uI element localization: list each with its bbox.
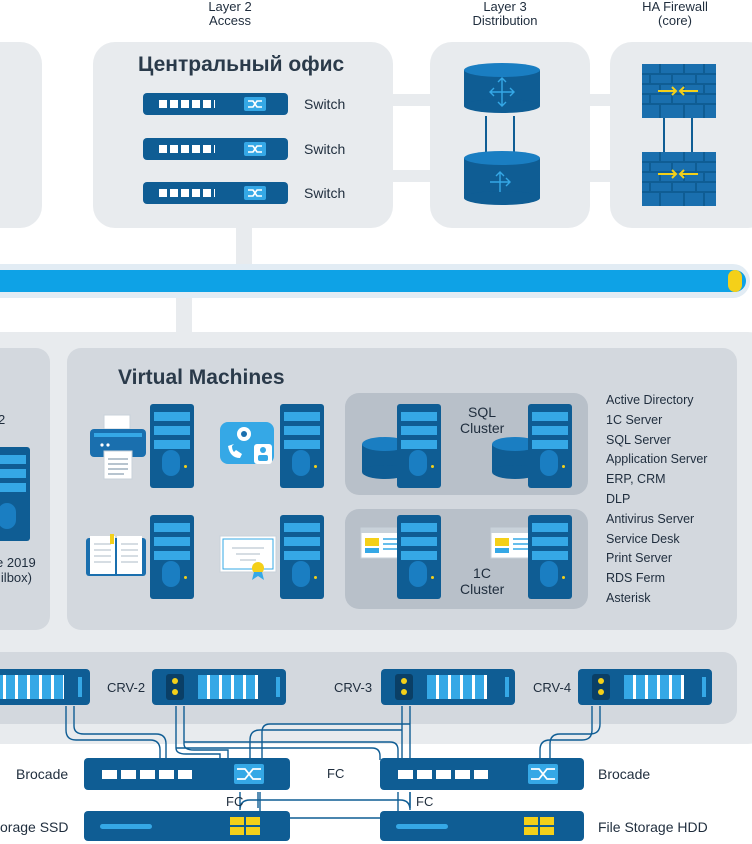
network-bus-pipe bbox=[0, 270, 746, 292]
fc-label-left: FC bbox=[226, 794, 244, 809]
service-item: Application Server bbox=[606, 452, 708, 467]
switch-cross-icon bbox=[244, 186, 266, 200]
service-item: Asterisk bbox=[606, 590, 651, 605]
service-item: Active Directory bbox=[606, 393, 694, 407]
onec-server-tower bbox=[528, 515, 572, 599]
storage-hdd-label: File Storage HDD bbox=[598, 819, 708, 835]
distribution-router-icons bbox=[464, 63, 540, 205]
fc-label-right: FC bbox=[416, 794, 434, 809]
service-item: 1C Server bbox=[606, 412, 663, 427]
firewall-icons bbox=[642, 64, 716, 206]
crv-3-server bbox=[381, 669, 515, 705]
service-item: Service Desk bbox=[606, 531, 680, 546]
connector-distribution-firewall bbox=[586, 94, 614, 106]
switch-cross-icon bbox=[244, 142, 266, 156]
connector-office-bus bbox=[236, 228, 252, 264]
fc-label-middle: FC bbox=[327, 766, 345, 781]
crv-2-label: CRV-2 bbox=[107, 680, 146, 695]
vm-server-tower bbox=[280, 404, 324, 488]
storage-ssd bbox=[84, 811, 290, 841]
service-item: RDS Ferm bbox=[606, 571, 666, 586]
connector-office-distribution-2 bbox=[392, 170, 434, 182]
storage-ssd-label: orage SSD bbox=[0, 819, 69, 835]
connector-bus-datacenter bbox=[176, 298, 192, 334]
layer2-header: Layer 2 Access bbox=[208, 0, 252, 28]
service-item: ERP, CRM bbox=[606, 472, 666, 487]
firewall-header: HA Firewall (core) bbox=[642, 0, 708, 28]
switch-3 bbox=[143, 182, 288, 204]
crv-2-server bbox=[152, 669, 286, 705]
vm-server-tower bbox=[150, 404, 194, 488]
vm-server-tower bbox=[150, 515, 194, 599]
service-item: DLP bbox=[606, 491, 631, 506]
switch-cross-icon bbox=[528, 764, 558, 784]
telephony-icon bbox=[220, 422, 274, 464]
brocade-switch-left bbox=[84, 758, 290, 790]
document-icon bbox=[490, 527, 534, 559]
service-item: Print Server bbox=[606, 551, 672, 566]
sql-server-tower bbox=[397, 404, 441, 488]
layer3-header: Layer 3 Distribution bbox=[472, 0, 538, 28]
connector-distribution-firewall-2 bbox=[586, 170, 614, 182]
crv-1-server bbox=[0, 669, 90, 705]
switch-cross-icon bbox=[244, 97, 266, 111]
services-list: Active Directory 1C Server SQL Server Ap… bbox=[606, 391, 707, 609]
vm-server-tower bbox=[280, 515, 324, 599]
onec-cluster-label: 1C Cluster bbox=[460, 565, 505, 597]
book-icon bbox=[86, 534, 146, 576]
brocade-right-label: Brocade bbox=[598, 766, 651, 782]
brocade-switch-right bbox=[380, 758, 584, 790]
switch-cross-icon bbox=[234, 764, 264, 784]
brocade-left-label: Brocade bbox=[16, 766, 69, 782]
storage-hdd bbox=[380, 811, 584, 841]
central-office-title: Центральный офис bbox=[138, 53, 345, 76]
switch-label-2: Switch bbox=[304, 141, 346, 157]
sql-server-tower bbox=[528, 404, 572, 488]
left-cropped-tower bbox=[0, 447, 30, 541]
service-item: Antivirus Server bbox=[606, 511, 695, 526]
connector-office-distribution bbox=[392, 94, 434, 106]
document-icon bbox=[360, 527, 404, 559]
switch-label-1: Switch bbox=[304, 96, 346, 112]
crv-4-server bbox=[578, 669, 712, 705]
left-cropped-caption: e 2019 ilbox) bbox=[0, 555, 36, 585]
service-item: SQL Server bbox=[606, 432, 671, 447]
certificate-icon bbox=[219, 535, 277, 580]
left-cropped-panel-top bbox=[0, 42, 42, 228]
switch-2 bbox=[143, 138, 288, 160]
sql-cluster-label: SQL Cluster bbox=[460, 404, 505, 436]
left-cropped-char: 2 bbox=[0, 412, 6, 427]
switch-1 bbox=[143, 93, 288, 115]
printer-icon bbox=[90, 414, 146, 480]
crv-3-label: CRV-3 bbox=[334, 680, 373, 695]
network-bus-end bbox=[728, 270, 742, 292]
onec-server-tower bbox=[397, 515, 441, 599]
crv-4-label: CRV-4 bbox=[533, 680, 572, 695]
switch-label-3: Switch bbox=[304, 185, 346, 201]
virtual-machines-title: Virtual Machines bbox=[118, 366, 285, 389]
